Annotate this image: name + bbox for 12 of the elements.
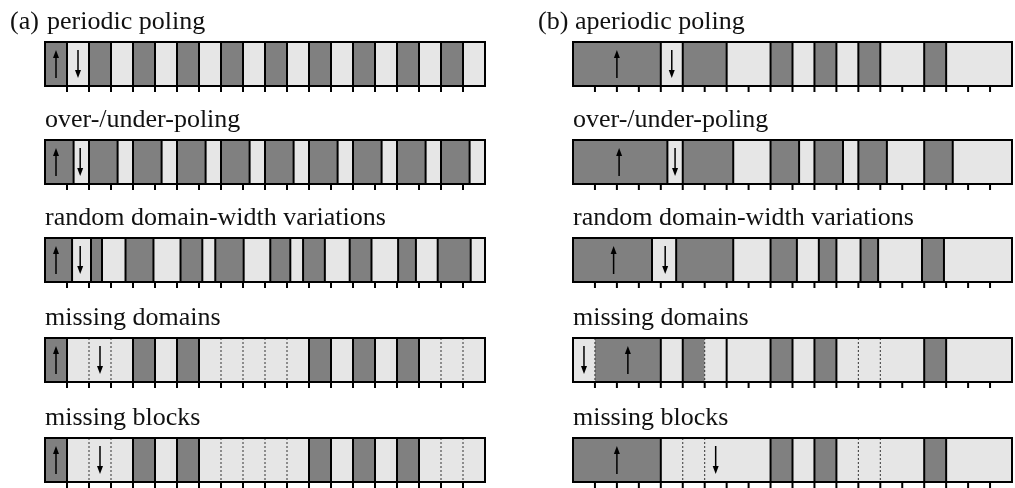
row-title: missing domains <box>45 302 221 332</box>
row-title: missing domains <box>573 302 749 332</box>
row-title: random domain-width variations <box>573 202 914 232</box>
row-title: over-/under-poling <box>573 104 769 134</box>
row-title: over-/under-poling <box>45 104 241 134</box>
row-title: random domain-width variations <box>45 202 386 232</box>
panel-label: (a) <box>10 6 39 36</box>
row-title: aperiodic poling <box>575 6 745 36</box>
row-title: missing blocks <box>573 402 729 432</box>
panel-label: (b) <box>538 6 569 36</box>
row-title: periodic poling <box>47 6 206 36</box>
row-title: missing blocks <box>45 402 201 432</box>
